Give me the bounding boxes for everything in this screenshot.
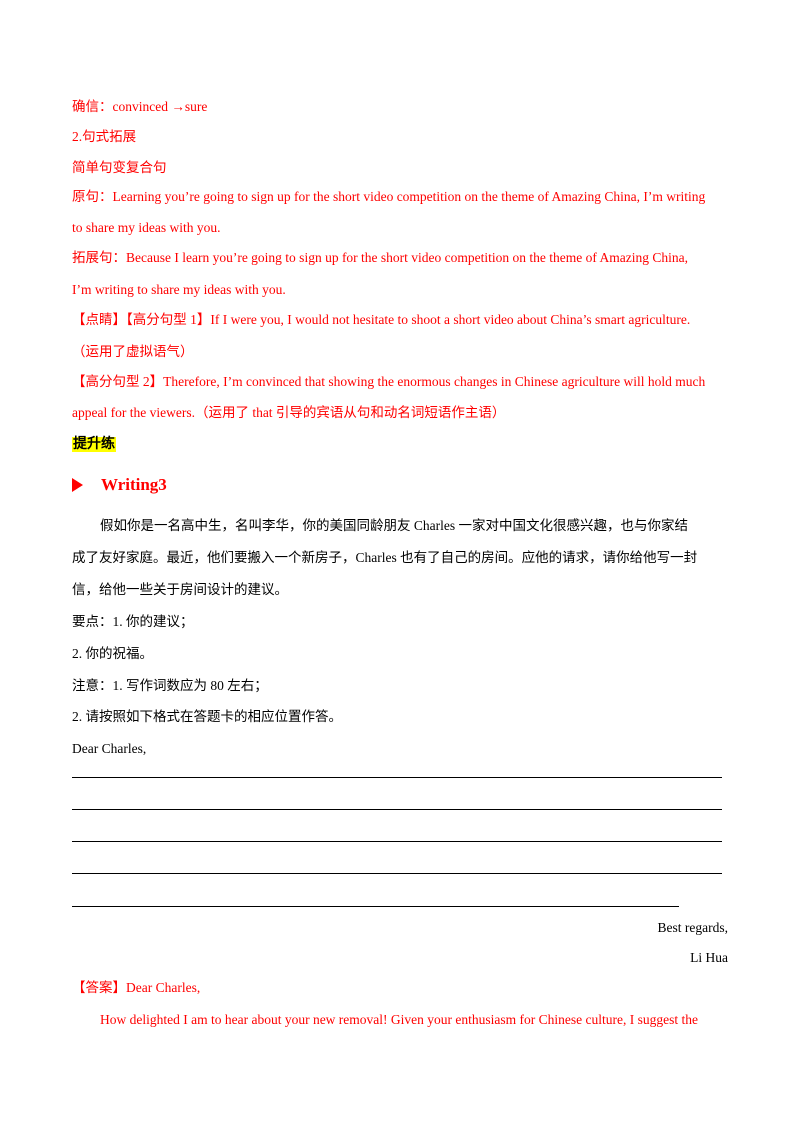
answer-line-4 [72, 873, 722, 874]
letter-signature: Li Hua [690, 950, 728, 965]
expanded-sentence-line-1: 拓展句：Because I learn you’re going to sign… [72, 250, 688, 265]
highlight-sentence-2-line-1: 【高分句型 2】Therefore, I’m convinced that sh… [72, 374, 706, 389]
prompt-line-3: 信，给他一些关于房间设计的建议。 [72, 582, 288, 597]
original-sentence-line-1: 原句：Learning you’re going to sign up for … [72, 189, 706, 204]
highlight-sentence-1-note: （运用了虚拟语气） [72, 344, 194, 359]
prompt-line-2: 成了友好家庭。最近，他们要搬入一个新房子，Charles 也有了自己的房间。应他… [72, 550, 698, 565]
arrow-right-icon [72, 478, 83, 492]
key-points-2: 2. 你的祝福。 [72, 646, 153, 661]
vocab-line: 确信：convinced →sure [72, 99, 208, 114]
letter-closing: Best regards, [657, 920, 728, 935]
expanded-sentence-line-2: I’m writing to share my ideas with you. [72, 282, 286, 297]
answer-line-3 [72, 841, 722, 842]
answer-text-line-1: How delighted I am to hear about your ne… [100, 1012, 698, 1027]
answer-line-2 [72, 809, 722, 810]
answer-label: 【答案】Dear Charles, [72, 980, 201, 995]
letter-greeting: Dear Charles, [72, 741, 147, 756]
answer-line-1 [72, 777, 722, 778]
original-sentence-line-2: to share my ideas with you. [72, 220, 221, 235]
practice-label: 提升练 [72, 437, 116, 452]
section-title: Writing3 [101, 475, 167, 494]
notes-2: 2. 请按照如下格式在答题卡的相应位置作答。 [72, 709, 342, 724]
subheading-sentence-expansion: 2.句式拓展 [72, 129, 137, 144]
subheading-simple-to-complex: 简单句变复合句 [72, 160, 167, 175]
practice-label-wrap: 提升练 [72, 435, 116, 454]
highlight-sentence-2-line-2: appeal for the viewers.（运用了 that 引导的宾语从句… [72, 405, 506, 420]
highlight-sentence-1: 【点睛】【高分句型 1】If I were you, I would not h… [72, 312, 691, 327]
notes-1: 注意：1. 写作词数应为 80 左右； [72, 678, 268, 693]
answer-line-5 [72, 906, 679, 907]
key-points-1: 要点：1. 你的建议； [72, 614, 194, 629]
prompt-line-1: 假如你是一名高中生，名叫李华，你的美国同龄朋友 Charles 一家对中国文化很… [100, 518, 688, 533]
section-heading: Writing3 [72, 472, 167, 498]
